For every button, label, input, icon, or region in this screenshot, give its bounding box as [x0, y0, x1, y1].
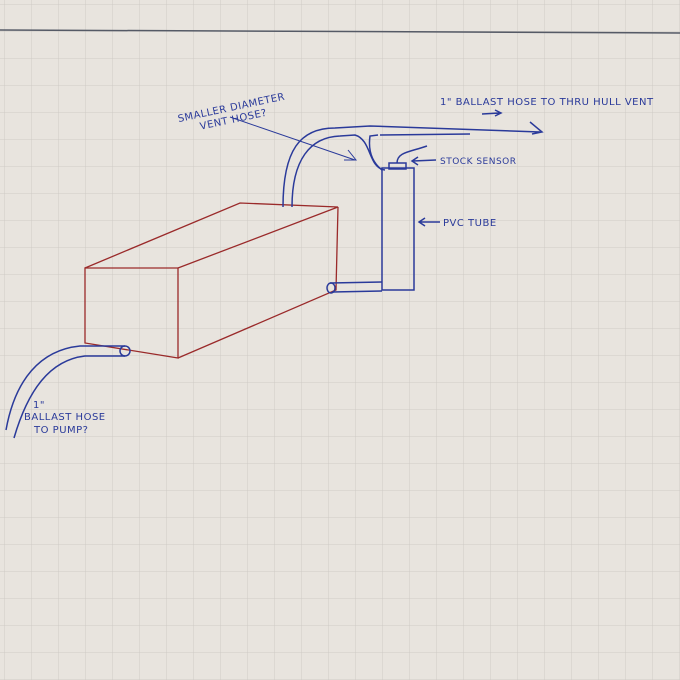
thru-hull-label: 1" BALLAST HOSE TO THRU HULL VENT	[440, 97, 654, 108]
pump-hose	[5, 345, 125, 439]
pvc-tube	[381, 167, 415, 291]
stock-sensor-label: STOCK SENSOR	[440, 157, 517, 167]
pump-label-line1: 1"	[33, 400, 45, 411]
pump-hose-opening	[119, 345, 131, 357]
tank-to-tube-hose	[329, 281, 383, 293]
pvc-tube-label: PVC TUBE	[443, 218, 497, 229]
flow-direction-arrow	[481, 109, 503, 117]
tank-port	[326, 282, 336, 294]
stock-sensor-arrow	[410, 156, 437, 166]
pump-label-line2: BALLAST HOSE	[24, 412, 106, 423]
pump-label-line3: TO PUMP?	[33, 425, 88, 436]
thru-hull-hose-lower	[368, 133, 471, 171]
paper-top-edge	[0, 29, 680, 34]
ballast-tank	[84, 202, 339, 359]
pvc-tube-arrow	[417, 217, 440, 227]
vent-hose-pointer-arrow	[229, 116, 358, 161]
vent-hose-arrow-end	[529, 121, 544, 135]
sensor-wire	[396, 145, 428, 164]
